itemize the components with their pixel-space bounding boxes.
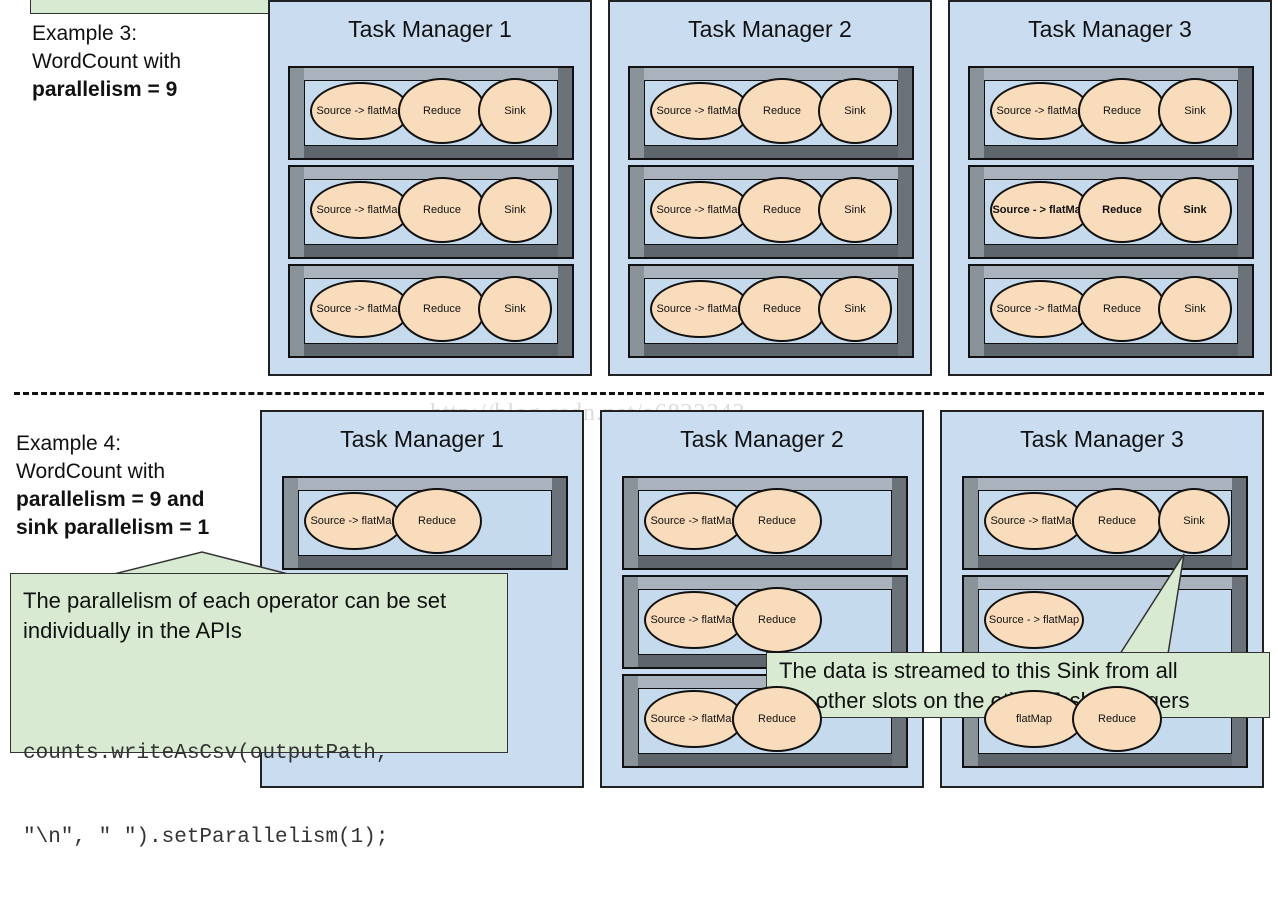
ex4-tm2-1-operator-source-flatmap: Source -> flatMap	[644, 492, 744, 550]
ex3-tm1-2-operator-source-flatmap: Source -> flatMap	[310, 181, 410, 239]
ex3-tm3-3-operator-reduce: Reduce	[1078, 276, 1166, 342]
example-3-label: Example 3: WordCount with parallelism = …	[32, 20, 181, 104]
callout-operator-parallelism: The parallelism of each operator can be …	[10, 573, 508, 849]
ex4-tm3-task-manager-title: Task Manager 3	[1020, 426, 1184, 452]
ex3-tm2-1-operator-sink: Sink	[818, 78, 892, 144]
example-4-title: Example 4:	[16, 432, 122, 455]
ex4-tm1-1-operator-source-flatmap: Source -> flatMap	[304, 492, 404, 550]
ex3-tm2-task-manager-title: Task Manager 2	[688, 16, 852, 42]
ex4-tm2-1-operator-reduce: Reduce	[732, 488, 822, 554]
callout-left-text-2: individually in the APIs	[23, 618, 242, 643]
example-3-parallelism: parallelism = 9	[32, 78, 178, 101]
callout-right-text-1: The data is streamed to this Sink from a…	[779, 658, 1178, 683]
ex3-tm3-task-manager-title: Task Manager 3	[1028, 16, 1192, 42]
ex3-tm3-1-operator-sink: Sink	[1158, 78, 1232, 144]
ex3-tm1-1-operator-sink: Sink	[478, 78, 552, 144]
ex3-tm1-3-operator-reduce: Reduce	[398, 276, 486, 342]
example-3-title: Example 3:	[32, 22, 138, 45]
example-4-subtitle: WordCount with	[16, 460, 166, 483]
ex3-tm2-3-operator-source-flatmap: Source -> flatMap	[650, 280, 750, 338]
ex3-tm2-3-operator-sink: Sink	[818, 276, 892, 342]
ex3-tm2-2-operator-sink: Sink	[818, 177, 892, 243]
ex4-tm2-2-operator-reduce: Reduce	[732, 587, 822, 653]
callout-left-text-1: The parallelism of each operator can be …	[23, 588, 447, 613]
ex3-tm1-3-operator-sink: Sink	[478, 276, 552, 342]
ex3-tm1-task-manager-title: Task Manager 1	[348, 16, 512, 42]
example-4-parallelism: parallelism = 9 and	[16, 488, 205, 511]
ex3-tm1-2-operator-reduce: Reduce	[398, 177, 486, 243]
ex3-tm3-2-operator-reduce: Reduce	[1078, 177, 1166, 243]
ex3-tm3-1-operator-reduce: Reduce	[1078, 78, 1166, 144]
ex3-tm3-2-operator-source-flatmap: Source - > flatMap	[990, 181, 1090, 239]
ex3-tm3-3-operator-sink: Sink	[1158, 276, 1232, 342]
example-3-subtitle: WordCount with	[32, 50, 182, 73]
ex3-tm1-2-operator-sink: Sink	[478, 177, 552, 243]
callout-left-code-2: "\n", " ").setParallelism(1);	[23, 826, 389, 849]
ex4-tm2-3-operator-source-flatmap: Source -> flatMap	[644, 690, 744, 748]
ex4-tm3-3-operator-source-flatmap: flatMap	[984, 690, 1084, 748]
callout-left-pointer	[109, 551, 293, 576]
ex3-tm2-1-operator-source-flatmap: Source -> flatMap	[650, 82, 750, 140]
ex3-tm1-3-operator-source-flatmap: Source -> flatMap	[310, 280, 410, 338]
ex4-tm2-3-operator-reduce: Reduce	[732, 686, 822, 752]
ex3-tm1-1-operator-source-flatmap: Source -> flatMap	[310, 82, 410, 140]
ex3-tm1-1-operator-reduce: Reduce	[398, 78, 486, 144]
callout-left-code-1: counts.writeAsCsv(outputPath,	[23, 742, 389, 765]
ex3-tm2-2-operator-reduce: Reduce	[738, 177, 826, 243]
example-4-label: Example 4: WordCount with parallelism = …	[16, 430, 209, 542]
ex3-tm3-2-operator-sink: Sink	[1158, 177, 1232, 243]
ex3-tm2-2-operator-source-flatmap: Source -> flatMap	[650, 181, 750, 239]
ex3-tm3-3-operator-source-flatmap: Source -> flatMap	[990, 280, 1090, 338]
ex4-tm2-task-manager-title: Task Manager 2	[680, 426, 844, 452]
ex4-tm1-1-operator-reduce: Reduce	[392, 488, 482, 554]
ex3-tm2-3-operator-reduce: Reduce	[738, 276, 826, 342]
ex4-tm1-task-manager-title: Task Manager 1	[340, 426, 504, 452]
ex4-tm3-1-operator-source-flatmap: Source -> flatMap	[984, 492, 1084, 550]
ex4-tm3-2-operator-source-flatmap: Source - > flatMap	[984, 591, 1084, 649]
ex3-tm2-1-operator-reduce: Reduce	[738, 78, 826, 144]
ex4-tm3-1-operator-sink: Sink	[1158, 488, 1230, 554]
ex3-tm3-1-operator-source-flatmap: Source -> flatMap	[990, 82, 1090, 140]
callout-right-pointer	[1118, 553, 1185, 656]
dashed-divider	[14, 392, 1264, 395]
ex4-tm2-2-operator-source-flatmap: Source -> flatMap	[644, 591, 744, 649]
example-4-sink-parallelism: sink parallelism = 1	[16, 516, 210, 539]
ex4-tm3-1-operator-reduce: Reduce	[1072, 488, 1162, 554]
ex4-tm3-3-operator-reduce: Reduce	[1072, 686, 1162, 752]
